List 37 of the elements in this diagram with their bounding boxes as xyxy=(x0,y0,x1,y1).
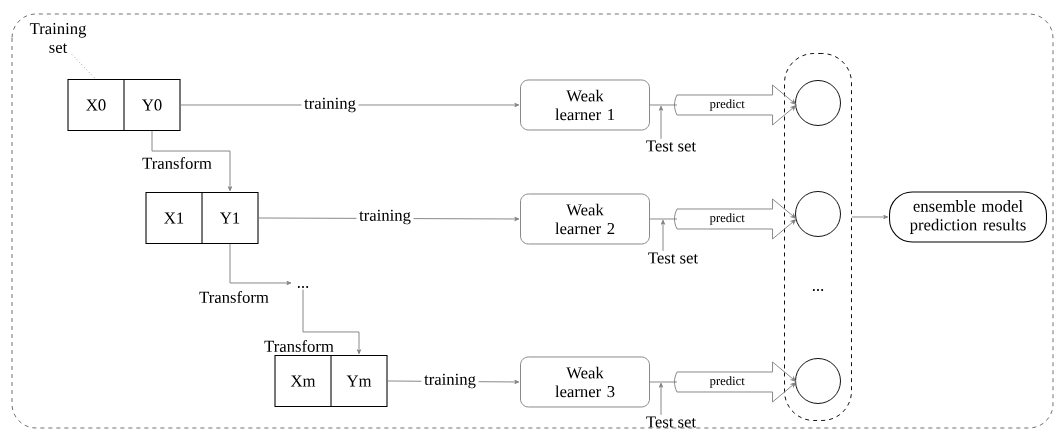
edge-label: training xyxy=(356,207,414,227)
arrow xyxy=(229,243,292,286)
learner-box: Weak learner 2 xyxy=(520,193,650,245)
leader-line xyxy=(71,54,96,80)
text-label: Training set xyxy=(29,23,87,53)
dashed-group xyxy=(784,53,852,421)
arrow xyxy=(791,213,797,225)
text-label: Test set xyxy=(646,140,696,152)
learner-box: Weak learner 3 xyxy=(520,356,650,408)
edge-label: predict xyxy=(709,213,745,225)
result-box: ensemble model prediction results xyxy=(888,191,1048,243)
circle-node xyxy=(795,358,841,404)
circle-node xyxy=(795,191,841,237)
arrow xyxy=(151,130,233,192)
text-label: Test set xyxy=(646,416,696,428)
arrow xyxy=(791,376,797,388)
ellipsis: ... xyxy=(812,289,824,291)
edge-label: Transform xyxy=(139,154,215,172)
arrow xyxy=(302,289,362,355)
arrow xyxy=(851,214,889,220)
edge-label: training xyxy=(421,371,479,391)
data-pair-box: X1 Y1 xyxy=(145,191,259,245)
arrow xyxy=(658,105,664,140)
arrow xyxy=(791,99,797,111)
edge-label: predict xyxy=(709,376,745,388)
edge-label: Transform xyxy=(196,288,272,306)
learner-box: Weak learner 1 xyxy=(520,79,650,131)
edge-label: Transform xyxy=(261,337,337,355)
ellipsis: ... xyxy=(297,286,309,288)
edge-label: training xyxy=(301,95,359,115)
circle-node xyxy=(795,80,841,126)
data-pair-box: Xm Ym xyxy=(274,354,388,408)
arrow xyxy=(658,382,664,416)
data-pair-box: X0 Y0 xyxy=(67,78,181,132)
arrow xyxy=(660,219,666,252)
text-label: Test set xyxy=(648,252,698,264)
edge-label: predict xyxy=(709,99,745,111)
